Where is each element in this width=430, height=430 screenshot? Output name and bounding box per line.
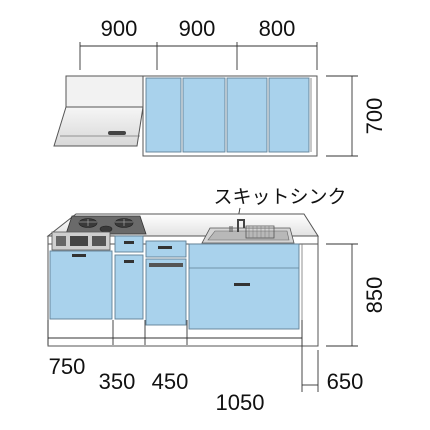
depth-650: 650 xyxy=(327,369,364,394)
upper-height-700: 700 xyxy=(362,98,387,135)
lower-height-850: 850 xyxy=(362,277,387,314)
lower-width-350: 350 xyxy=(99,369,136,394)
upper-width-dimensions: 900 900 800 xyxy=(79,16,318,70)
upper-cabinets xyxy=(53,75,318,157)
lower-door-1050 xyxy=(188,243,300,330)
upper-height-dimension: 700 xyxy=(326,75,387,157)
upper-width-900-right: 900 xyxy=(179,16,216,41)
lower-width-dimensions: 750 350 450 1050 650 xyxy=(47,320,364,415)
lower-door-750 xyxy=(49,250,113,320)
range-hood xyxy=(53,75,144,147)
lower-width-1050: 1050 xyxy=(216,390,265,415)
lower-cabinets xyxy=(46,213,319,347)
gas-hob xyxy=(65,215,147,235)
upper-door-1 xyxy=(145,77,182,153)
upper-door-4 xyxy=(268,77,310,153)
upper-door-3 xyxy=(226,77,268,153)
sink xyxy=(201,219,295,244)
lower-width-450: 450 xyxy=(152,369,189,394)
lower-door-750-handle xyxy=(72,254,86,257)
grill-control-panel xyxy=(51,231,111,251)
sink-label: スキットシンク xyxy=(213,186,346,208)
lower-height-dimension: 850 xyxy=(326,243,387,347)
upper-width-900-left: 900 xyxy=(101,16,138,41)
drawer-450-bottom xyxy=(145,258,187,326)
upper-width-800: 800 xyxy=(259,16,296,41)
drawer-350-bottom xyxy=(114,254,144,320)
lower-width-750: 750 xyxy=(49,354,86,379)
upper-door-2 xyxy=(182,77,226,153)
